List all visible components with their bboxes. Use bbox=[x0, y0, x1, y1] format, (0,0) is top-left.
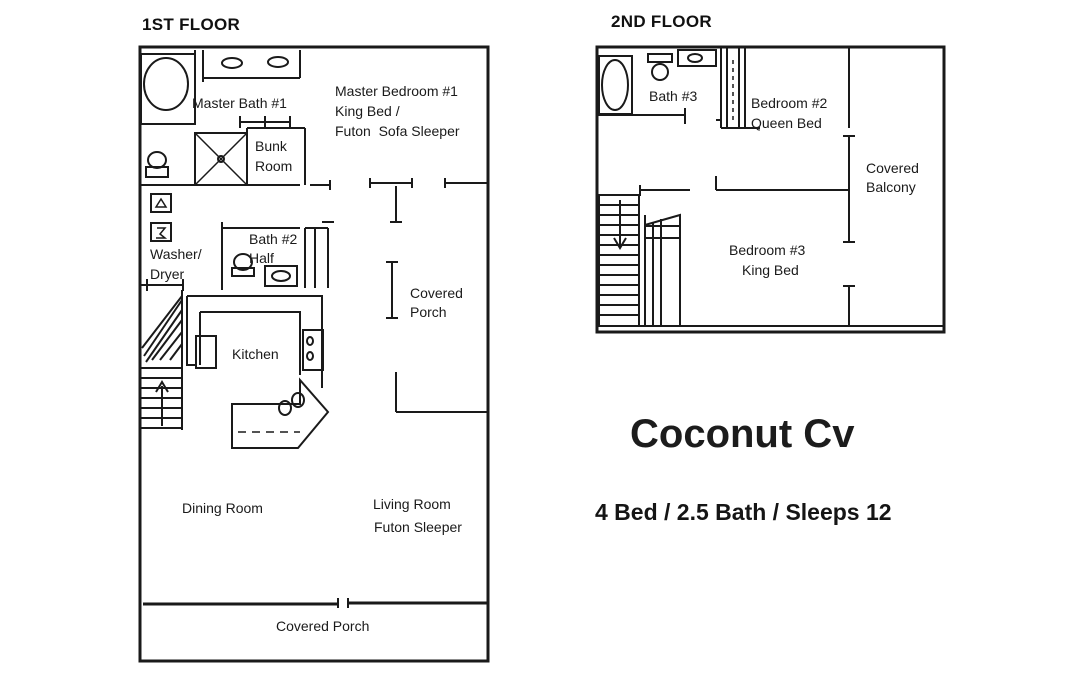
room-label-dryer: Dryer bbox=[150, 266, 185, 282]
room-label-master-bath: Master Bath #1 bbox=[192, 95, 287, 111]
room-label-washer: Washer/ bbox=[150, 246, 202, 262]
room-label-bath-3: Bath #3 bbox=[649, 88, 698, 104]
room-label-bath-2-half: Half bbox=[249, 250, 274, 266]
first-floor-plan bbox=[138, 45, 490, 663]
room-label-bedroom-2: Bedroom #2 bbox=[751, 95, 828, 111]
stairs-second-floor bbox=[598, 194, 681, 327]
room-label-balcony: Balcony bbox=[866, 179, 916, 195]
room-label-living: Living Room bbox=[373, 496, 451, 512]
room-label-master-bedroom-bed: King Bed / bbox=[335, 103, 400, 119]
range bbox=[302, 329, 324, 371]
dryer bbox=[150, 222, 172, 242]
room-label-master-bedroom-sleeper: Futon Sofa Sleeper bbox=[335, 123, 460, 139]
property-name: Coconut Cv bbox=[630, 412, 855, 456]
room-label-living-futon: Futon Sleeper bbox=[374, 519, 462, 535]
room-label-dining: Dining Room bbox=[182, 500, 263, 516]
sink bbox=[264, 265, 298, 287]
sink bbox=[267, 56, 289, 68]
kitchen-island bbox=[231, 377, 330, 449]
room-label-covered-porch-side: Covered bbox=[410, 285, 463, 301]
room-label-covered-balcony: Covered bbox=[866, 160, 919, 176]
room-label-bunk-room: Room bbox=[255, 158, 293, 174]
room-label-bedroom-3-bed: King Bed bbox=[742, 262, 799, 278]
second-floor-heading: 2ND FLOOR bbox=[611, 12, 712, 31]
room-label-kitchen: Kitchen bbox=[232, 346, 279, 362]
sink bbox=[278, 400, 292, 416]
room-label-bedroom-2-bed: Queen Bed bbox=[751, 115, 822, 131]
toilet bbox=[651, 63, 669, 81]
washer bbox=[150, 193, 172, 213]
room-label-master-bedroom: Master Bedroom #1 bbox=[335, 83, 458, 99]
second-floor-outer-wall bbox=[595, 45, 946, 334]
first-floor-outer-wall bbox=[138, 45, 490, 663]
toilet bbox=[233, 253, 253, 271]
room-label-bath-2: Bath #2 bbox=[249, 231, 298, 247]
sink bbox=[221, 57, 243, 69]
sink bbox=[687, 53, 703, 63]
room-label-porch-side: Porch bbox=[410, 304, 447, 320]
room-label-bunk: Bunk bbox=[255, 138, 287, 154]
second-floor-plan bbox=[595, 45, 946, 334]
kitchen-counter bbox=[187, 295, 323, 388]
first-floor-heading: 1ST FLOOR bbox=[142, 15, 241, 34]
room-label-covered-porch-bottom: Covered Porch bbox=[276, 618, 370, 634]
stairs-first-floor bbox=[141, 290, 183, 430]
property-summary: 4 Bed / 2.5 Bath / Sleeps 12 bbox=[595, 499, 892, 525]
room-label-bedroom-3: Bedroom #3 bbox=[729, 242, 806, 258]
